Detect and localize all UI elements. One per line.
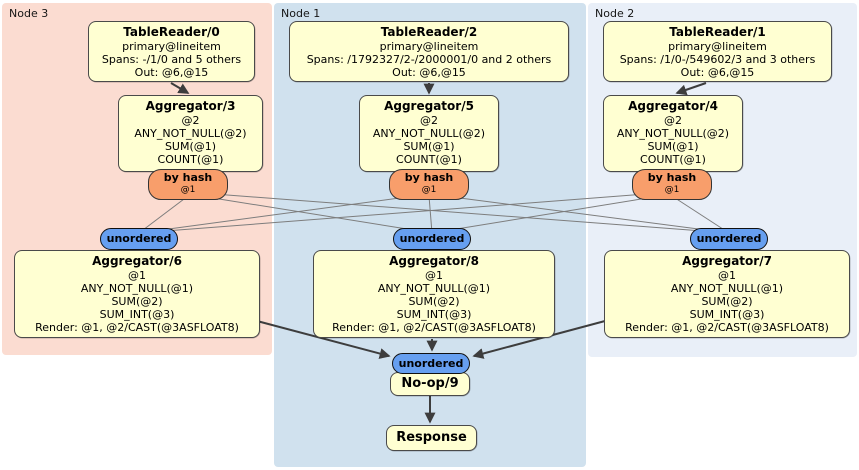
- router-label: by hash: [647, 171, 697, 184]
- router-label: by hash: [404, 171, 454, 184]
- processor-title: TableReader/2: [380, 25, 478, 39]
- processor-aggregator-8: Aggregator/8 @1 ANY_NOT_NULL(@1) SUM(@2)…: [313, 250, 555, 338]
- processor-aggregator-6: Aggregator/6 @1 ANY_NOT_NULL(@1) SUM(@2)…: [14, 250, 260, 338]
- router-detail: @1: [664, 185, 680, 195]
- router-by-hash-4: by hash @1: [632, 169, 712, 200]
- response-title: Response: [396, 430, 467, 445]
- node-label: Node 3: [9, 7, 49, 20]
- sync-unordered-final: unordered: [392, 353, 470, 374]
- processor-aggregator-7: Aggregator/7 @1 ANY_NOT_NULL(@1) SUM(@2)…: [604, 250, 850, 338]
- processor-title: No-op/9: [401, 376, 459, 391]
- processor-aggregator-5: Aggregator/5 @2 ANY_NOT_NULL(@2) SUM(@1)…: [359, 95, 499, 172]
- processor-tablereader-1: TableReader/1 primary@lineitem Spans: /1…: [603, 21, 832, 82]
- router-by-hash-5: by hash @1: [389, 169, 469, 200]
- processor-title: TableReader/1: [669, 25, 766, 39]
- processor-tablereader-0: TableReader/0 primary@lineitem Spans: -/…: [88, 21, 255, 82]
- processor-noop-9: No-op/9: [390, 372, 470, 396]
- processor-title: TableReader/0: [123, 25, 220, 39]
- router-by-hash-3: by hash @1: [148, 169, 228, 200]
- router-detail: @1: [180, 185, 196, 195]
- processor-title: Aggregator/5: [384, 99, 474, 113]
- response-box: Response: [386, 425, 477, 451]
- processor-title: Aggregator/7: [682, 254, 772, 268]
- sync-unordered-left: unordered: [100, 228, 178, 250]
- processor-title: Aggregator/8: [389, 254, 479, 268]
- processor-title: Aggregator/3: [145, 99, 236, 113]
- processor-title: Aggregator/6: [92, 254, 182, 268]
- processor-tablereader-2: TableReader/2 primary@lineitem Spans: /1…: [289, 21, 569, 82]
- router-detail: @1: [421, 185, 437, 195]
- processor-aggregator-4: Aggregator/4 @2 ANY_NOT_NULL(@2) SUM(@1)…: [603, 95, 743, 172]
- node-label: Node 1: [281, 7, 321, 20]
- processor-aggregator-3: Aggregator/3 @2 ANY_NOT_NULL(@2) SUM(@1)…: [118, 95, 263, 172]
- node-label: Node 2: [595, 7, 635, 20]
- sync-unordered-middle: unordered: [393, 228, 471, 250]
- processor-title: Aggregator/4: [628, 99, 718, 113]
- sync-unordered-right: unordered: [690, 228, 768, 250]
- router-label: by hash: [163, 171, 213, 184]
